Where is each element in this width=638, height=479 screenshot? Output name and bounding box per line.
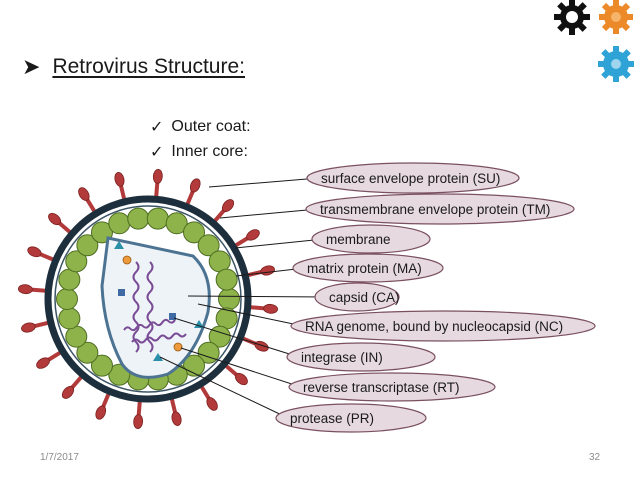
matrix-bead bbox=[215, 268, 238, 291]
protease-triangle bbox=[153, 353, 163, 361]
matrix-bead bbox=[197, 234, 220, 257]
orange-gear-icon bbox=[599, 0, 633, 34]
bullet-outer-coat: ✓ Outer coat: bbox=[150, 114, 251, 139]
matrix-protein-layer bbox=[56, 207, 240, 391]
label-bubble bbox=[306, 162, 520, 194]
surface-spike bbox=[245, 303, 278, 314]
leader-lines bbox=[159, 177, 328, 419]
integrase-square bbox=[169, 313, 176, 320]
capsid-core bbox=[100, 236, 211, 379]
checkmark-icon: ✓ bbox=[150, 118, 164, 136]
diagram-label: capsid (CA) bbox=[314, 282, 400, 312]
label-bubble bbox=[286, 342, 436, 372]
black-gear-icon bbox=[554, 0, 590, 35]
diagram-label: membrane bbox=[311, 224, 431, 254]
slide-page-number: 32 bbox=[589, 452, 601, 463]
diagram-label: transmembrane envelope protein (TM) bbox=[305, 193, 575, 225]
diagram-labels: surface envelope protein (SU) transmembra… bbox=[275, 162, 596, 433]
enzymes bbox=[114, 241, 204, 361]
slide-title-row: ➤ Retrovirus Structure: bbox=[22, 55, 245, 79]
label-bubble bbox=[292, 253, 444, 283]
leader-line bbox=[219, 208, 319, 219]
label-text: transmembrane envelope protein (TM) bbox=[320, 202, 550, 217]
bullet-text: Outer coat: bbox=[171, 117, 251, 135]
rna-strand bbox=[131, 332, 187, 344]
diagram-label: integrase (IN) bbox=[286, 342, 436, 372]
matrix-bead bbox=[90, 354, 113, 377]
rna-genome bbox=[123, 261, 187, 353]
bullet-text: Inner core: bbox=[171, 142, 248, 160]
matrix-bead bbox=[108, 212, 131, 235]
label-text: surface envelope protein (SU) bbox=[321, 171, 500, 186]
label-text: integrase (IN) bbox=[301, 350, 383, 365]
label-text: membrane bbox=[326, 232, 391, 247]
matrix-bead bbox=[165, 212, 188, 235]
matrix-bead bbox=[208, 325, 231, 348]
arrowhead-bullet-icon: ➤ bbox=[22, 54, 41, 79]
matrix-bead bbox=[108, 363, 131, 386]
label-bubble bbox=[290, 310, 596, 342]
label-text: RNA genome, bound by nucleocapsid (NC) bbox=[305, 319, 563, 334]
label-bubble bbox=[275, 403, 427, 433]
leader-line bbox=[197, 303, 304, 327]
matrix-bead bbox=[183, 221, 206, 244]
diagram-label: matrix protein (MA) bbox=[292, 253, 444, 283]
diagram-label: protease (PR) bbox=[275, 403, 427, 433]
slide-date: 1/7/2017 bbox=[40, 452, 79, 463]
label-bubble bbox=[314, 282, 400, 312]
integrase-square bbox=[118, 289, 125, 296]
bullet-list: ✓ Outer coat: ✓ Inner core: bbox=[150, 114, 251, 164]
matrix-bead bbox=[65, 250, 88, 273]
label-bubble bbox=[311, 224, 431, 254]
label-text: matrix protein (MA) bbox=[307, 261, 422, 276]
leader-line bbox=[187, 295, 328, 298]
diagram-label: reverse transcriptase (RT) bbox=[288, 372, 496, 402]
leader-line bbox=[234, 238, 325, 249]
label-bubble bbox=[305, 193, 575, 225]
checkmark-icon: ✓ bbox=[150, 143, 164, 161]
leader-line bbox=[173, 317, 300, 358]
leader-line bbox=[180, 347, 302, 388]
label-text: reverse transcriptase (RT) bbox=[303, 380, 460, 395]
protease-triangle bbox=[194, 320, 204, 328]
matrix-bead bbox=[146, 207, 169, 230]
matrix-bead bbox=[56, 288, 78, 310]
label-text: capsid (CA) bbox=[329, 290, 400, 305]
blue-gear-icon bbox=[598, 46, 634, 82]
rna-strand bbox=[123, 318, 176, 332]
diagram-label: RNA genome, bound by nucleocapsid (NC) bbox=[290, 310, 596, 342]
reverse-transcriptase-dot bbox=[173, 342, 183, 352]
matrix-bead bbox=[76, 341, 99, 364]
gears-decoration bbox=[554, 0, 634, 82]
protease-triangle bbox=[114, 241, 124, 249]
inner-membrane bbox=[54, 205, 242, 393]
bullet-inner-core: ✓ Inner core: bbox=[150, 139, 251, 164]
matrix-bead bbox=[197, 341, 220, 364]
leader-line bbox=[159, 356, 289, 419]
matrix-bead bbox=[218, 288, 240, 310]
matrix-bead bbox=[58, 307, 81, 330]
label-bubble bbox=[288, 372, 496, 402]
diagram-label: surface envelope protein (SU) bbox=[306, 162, 520, 194]
reverse-transcriptase-dot bbox=[122, 255, 132, 265]
leader-line bbox=[208, 177, 320, 188]
slide-title: Retrovirus Structure: bbox=[52, 55, 245, 78]
label-text: protease (PR) bbox=[290, 411, 374, 426]
rna-strand bbox=[132, 261, 140, 353]
matrix-bead bbox=[76, 234, 99, 257]
matrix-bead bbox=[127, 207, 150, 230]
